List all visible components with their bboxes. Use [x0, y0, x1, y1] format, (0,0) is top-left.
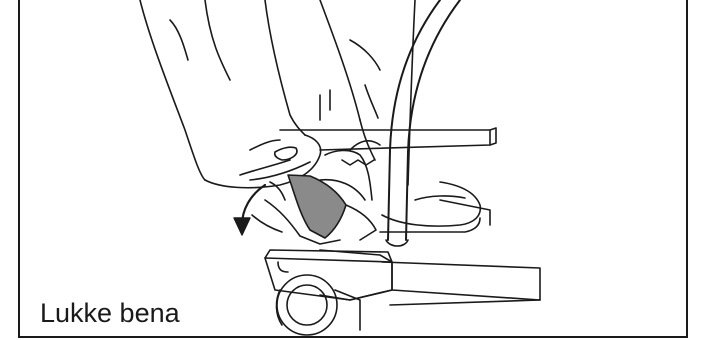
right-shoe: [325, 141, 480, 232]
handle-bar: [386, 0, 460, 246]
caster-wheel: [276, 275, 360, 335]
pedal-lever: [252, 175, 376, 244]
base-housing: [265, 250, 392, 300]
figure-caption: Lukke bena: [40, 300, 180, 327]
right-trouser-leg: [320, 0, 415, 185]
curved-arrow-down-icon: [234, 185, 265, 235]
lift-leg-closing-illustration: [20, 0, 688, 338]
left-trouser-leg: [140, 0, 305, 180]
instruction-figure: Lukke bena: [18, 0, 688, 338]
